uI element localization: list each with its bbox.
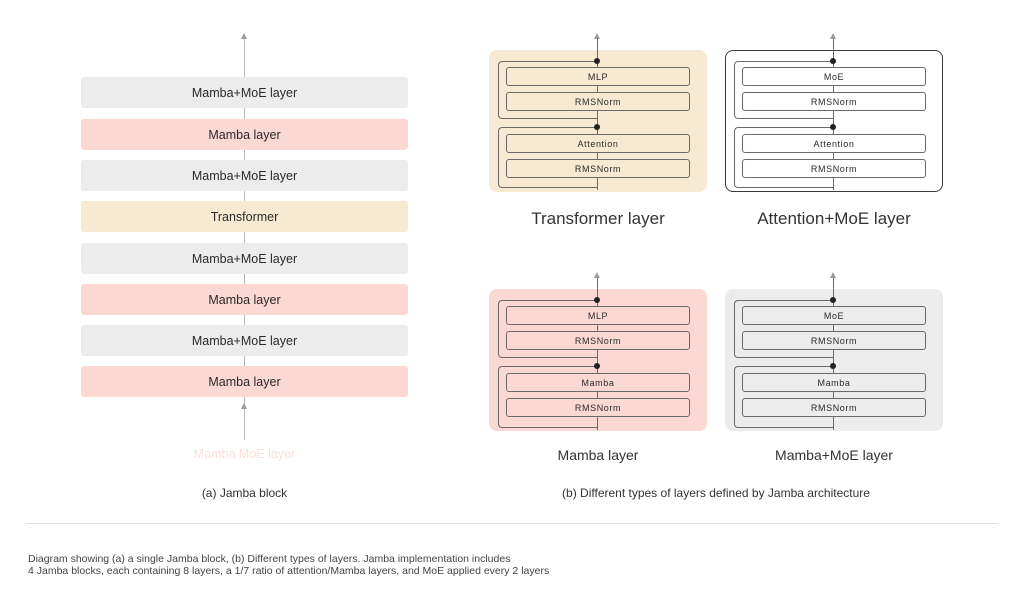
block-top-norm: RMSNorm [506,92,690,111]
residual-loop [498,61,598,119]
figure-description: Diagram showing (a) a single Jamba block… [28,553,549,577]
stack-bar-label: Mamba layer [208,374,281,389]
stack-connector-line [244,38,245,440]
stack-bar-label: Transformer [210,209,279,224]
residual-loop [498,366,598,428]
stack-bar: Mamba+MoE layer [81,243,408,274]
stack-bar: Mamba layer [81,366,408,397]
junction-dot-icon [594,58,600,64]
stack-bar-label: Mamba+MoE layer [191,333,298,348]
description-line: 4 Jamba blocks, each containing 8 layers… [28,565,550,577]
residual-loop [734,366,834,428]
junction-dot-icon [830,297,836,303]
junction-dot-icon [594,124,600,130]
panel-io-line [597,38,598,190]
faded-label: Mamba MoE layer [193,447,296,461]
arrow-up-icon [594,33,600,39]
junction-dot-icon [594,363,600,369]
stack-bar-label: Mamba+MoE layer [191,168,298,183]
arrow-up-icon [830,272,836,278]
stack-bar-label: Mamba layer [208,127,281,142]
caption-a: (a) Jamba block [201,486,288,500]
block-top: MoE [742,67,926,86]
panel-io-line [597,277,598,430]
panel-title: Mamba layer [557,447,639,463]
block-bottom-norm: RMSNorm [742,159,926,178]
stack-bar-label: Mamba+MoE layer [191,251,298,266]
stack-bar: Mamba+MoE layer [81,160,408,191]
residual-loop [734,300,834,358]
block-bottom: Mamba [742,373,926,392]
stack-bar: Transformer [81,201,408,232]
block-top: MLP [506,67,690,86]
panel-title: Transformer layer [531,209,665,228]
caption-b: (b) Different types of layers defined by… [562,486,870,500]
block-bottom: Mamba [506,373,690,392]
block-bottom-norm: RMSNorm [506,398,690,417]
residual-loop [734,61,834,119]
arrow-up-icon [241,403,247,409]
description-line: Diagram showing (a) a single Jamba block… [28,553,511,565]
stack-bar: Mamba+MoE layer [81,325,408,356]
block-bottom-norm: RMSNorm [506,159,690,178]
block-top-norm: RMSNorm [742,92,926,111]
residual-loop [498,127,598,188]
junction-dot-icon [594,297,600,303]
arrow-up-icon [241,33,247,39]
junction-dot-icon [830,363,836,369]
block-top-norm: RMSNorm [742,331,926,350]
divider [26,523,998,524]
block-top-norm: RMSNorm [506,331,690,350]
residual-loop [734,127,834,188]
stack-bar-label: Mamba+MoE layer [191,85,298,100]
arrow-up-icon [830,33,836,39]
block-bottom: Attention [742,134,926,153]
stack-bar: Mamba layer [81,284,408,315]
residual-loop [498,300,598,358]
stack-bar: Mamba layer [81,119,408,150]
block-bottom-norm: RMSNorm [742,398,926,417]
panel-io-line [833,277,834,430]
panel-title: Mamba+MoE layer [775,447,893,463]
junction-dot-icon [830,58,836,64]
stack-bar-label: Mamba layer [208,292,281,307]
block-bottom: Attention [506,134,690,153]
panel-title: Attention+MoE layer [757,209,911,228]
stack-bar: Mamba+MoE layer [81,77,408,108]
arrow-up-icon [594,272,600,278]
panel-io-line [833,38,834,190]
block-top: MoE [742,306,926,325]
block-top: MLP [506,306,690,325]
junction-dot-icon [830,124,836,130]
